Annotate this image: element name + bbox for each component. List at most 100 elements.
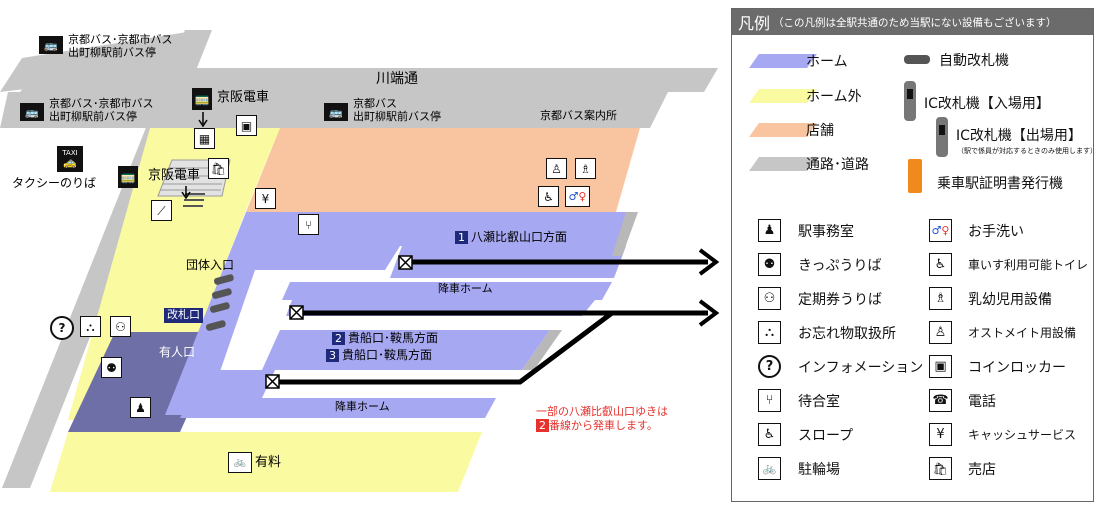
- legend-title: 凡例: [738, 14, 771, 33]
- legend-facility-label: 駐輪場: [798, 462, 840, 478]
- bus-stop-label: 京都バス･京都市バス: [68, 33, 173, 46]
- platform-number: 2: [332, 332, 345, 346]
- bus-stop-label: 出町柳駅前バス停: [353, 110, 441, 123]
- train-icon: 🚃: [118, 166, 138, 188]
- platform-lower: [180, 370, 496, 418]
- arrow-down-icon: [198, 112, 208, 128]
- platform-alight-1: [282, 282, 612, 300]
- restroom-icon: ♂♀: [565, 186, 590, 207]
- cash-service-icon: ¥: [255, 188, 276, 209]
- bus-stop-label: 出町柳駅前バス停: [68, 46, 156, 59]
- legend-gate-note: （駅で係員が対応するときのみ使用します）: [957, 147, 1097, 155]
- platform-number: 1: [455, 231, 468, 245]
- coin-locker-icon: ▣: [236, 115, 257, 136]
- legend-gate-label: 乗車駅証明書発行機: [937, 176, 1063, 192]
- legend-area-label: 店舗: [806, 123, 834, 139]
- ticket-sales-icon: ⚉: [101, 357, 122, 378]
- bus-stop-label: 京都バス: [353, 97, 397, 110]
- arrow-down-icon: [181, 186, 191, 200]
- waiting-room-icon: ⑂: [758, 389, 781, 412]
- bus-stop-label: 出町柳駅前バス停: [49, 110, 137, 123]
- platform-main: [165, 212, 630, 415]
- ticket-sales-icon: ⚉: [758, 253, 781, 276]
- notice-line: 一部の八瀬比叡山口ゆきは: [536, 405, 668, 418]
- bus-icon: 🚌: [324, 103, 348, 121]
- legend-area-label: ホーム: [806, 54, 848, 70]
- station-office-icon: ♟: [758, 219, 781, 242]
- bicycle-paid-label: 有料: [255, 455, 282, 470]
- bus-icon: 🚌: [20, 103, 44, 121]
- buffer-stop-3: [265, 374, 280, 389]
- information-icon: ?: [50, 316, 74, 340]
- keihan-label-top: 京阪電車: [217, 90, 270, 105]
- legend-facility-label: 売店: [968, 462, 996, 478]
- alighting-platform-label: 降車ホーム: [335, 400, 390, 413]
- platform-3-label: 3 貴船口･鞍馬方面: [326, 348, 433, 363]
- commuter-pass-icon: ⚇: [758, 287, 781, 310]
- information-icon: ?: [758, 355, 781, 378]
- platform-destination: 貴船口･鞍馬方面: [348, 331, 439, 345]
- outside-area-bottom: [50, 432, 482, 492]
- kiosk-icon: 🛍: [208, 158, 229, 179]
- legend-facility-label: きっぷうりば: [798, 258, 882, 274]
- track-arrow-2: [698, 299, 720, 327]
- bus-stop-label: 京都バス･京都市バス: [49, 97, 154, 110]
- legend-facility-label: キャッシュサービス: [968, 428, 1077, 442]
- cash-service-icon: ¥: [929, 423, 952, 446]
- slope-icon: ⟋: [151, 200, 172, 221]
- legend-facility-label: 待合室: [798, 394, 840, 410]
- auto-gate-icon: [904, 55, 930, 64]
- legend-facility-label: 駅事務室: [798, 224, 854, 240]
- ic-gate-in-icon: [904, 81, 916, 121]
- platform-shadow-1: [612, 212, 638, 256]
- ostomate-icon: ♙: [546, 158, 567, 179]
- coin-locker-icon: ▦: [194, 128, 215, 149]
- legend-facility-label: スロープ: [798, 428, 854, 444]
- ticket-gate: [209, 302, 230, 313]
- legend-note: （この凡例は全駅共通のため当駅にない設備もございます）: [773, 16, 1057, 29]
- buffer-stop-2: [289, 305, 304, 320]
- platform-destination: 八瀬比叡山口方面: [471, 230, 568, 244]
- waiting-room-icon: ⑂: [298, 214, 319, 235]
- taxi-icon: TAXI🚕: [57, 146, 83, 172]
- platform-number: 3: [326, 349, 339, 363]
- ticket-gate-label: 改札口: [164, 308, 203, 323]
- ticket-gate: [213, 274, 234, 285]
- alighting-platform-label: 降車ホーム: [438, 282, 493, 295]
- legend-gate-label: IC改札機【入場用】: [924, 96, 1050, 112]
- lost-and-found-icon: ⛬: [758, 321, 781, 344]
- commuter-pass-icon: ⚇: [110, 316, 131, 337]
- kiosk-icon: 🛍: [929, 457, 952, 480]
- ostomate-icon: ♙: [929, 321, 952, 344]
- legend-gate-label: IC改札機【出場用】: [956, 128, 1082, 144]
- slope-icon: ♿: [758, 423, 781, 446]
- bicycle-parking-icon: 🚲: [758, 457, 781, 480]
- buffer-stop-1: [398, 255, 413, 270]
- keihan-label-left: 京阪電車: [148, 168, 201, 183]
- legend-facility-label: オストメイト用設備: [968, 326, 1077, 340]
- train-icon: 🚃: [192, 88, 212, 110]
- baby-facility-icon: ♗: [575, 158, 596, 179]
- legend-facility-label: インフォメーション: [798, 360, 924, 376]
- restroom-icon: ♂♀: [929, 219, 952, 242]
- legend-facility-label: コインロッカー: [968, 360, 1066, 376]
- track-arrow-1: [698, 248, 720, 276]
- legend-facility-label: お忘れ物取扱所: [798, 326, 896, 342]
- bus-icon: 🚌: [39, 36, 63, 54]
- legend-panel: 凡例 （この凡例は全駅共通のため当駅にない設備もございます） ホーム ホーム外 …: [731, 8, 1097, 502]
- certificate-machine-icon: [908, 159, 922, 193]
- wheelchair-toilet-icon: ♿: [538, 186, 559, 207]
- ticket-gate: [205, 320, 226, 331]
- platform-shadow-2: [522, 330, 562, 370]
- baby-facility-icon: ♗: [929, 287, 952, 310]
- coin-locker-icon: ▣: [929, 355, 952, 378]
- legend-facility-label: 乳幼児用設備: [968, 292, 1052, 308]
- legend-facility-label: 電話: [968, 394, 996, 410]
- platform-1-label: 1 八瀬比叡山口方面: [455, 230, 568, 245]
- legend-header: 凡例 （この凡例は全駅共通のため当駅にない設備もございます）: [732, 9, 1093, 35]
- platform-destination: 貴船口･鞍馬方面: [342, 348, 433, 362]
- legend-area-label: ホーム外: [806, 89, 862, 105]
- group-entrance-label: 団体入口: [186, 258, 235, 272]
